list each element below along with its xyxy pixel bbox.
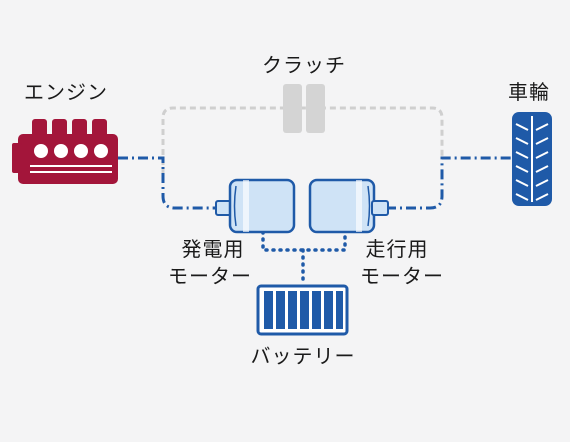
clutch-label: クラッチ [262,53,346,77]
connections [118,106,512,287]
generator-motor-icon [215,178,296,234]
engine-icon [12,119,118,184]
engine-generator-line [118,156,218,210]
generator-label-line2: モーター [168,264,252,288]
clutch-bypass-line [161,106,444,175]
drive-label-line1: 走行用 [365,237,429,261]
battery-label: バッテリー [250,344,356,368]
drive-motor-icon [308,178,389,234]
battery-icon [256,284,349,336]
generator-battery-line [261,230,347,252]
drive-wheel-line [386,156,512,210]
clutch-icon [283,84,325,133]
generator-label-line1: 発電用 [181,237,245,261]
wheel-label: 車輪 [508,80,550,104]
drive-label-line2: モーター [360,264,444,288]
wheel-icon [512,112,552,206]
engine-label: エンジン [24,80,108,104]
